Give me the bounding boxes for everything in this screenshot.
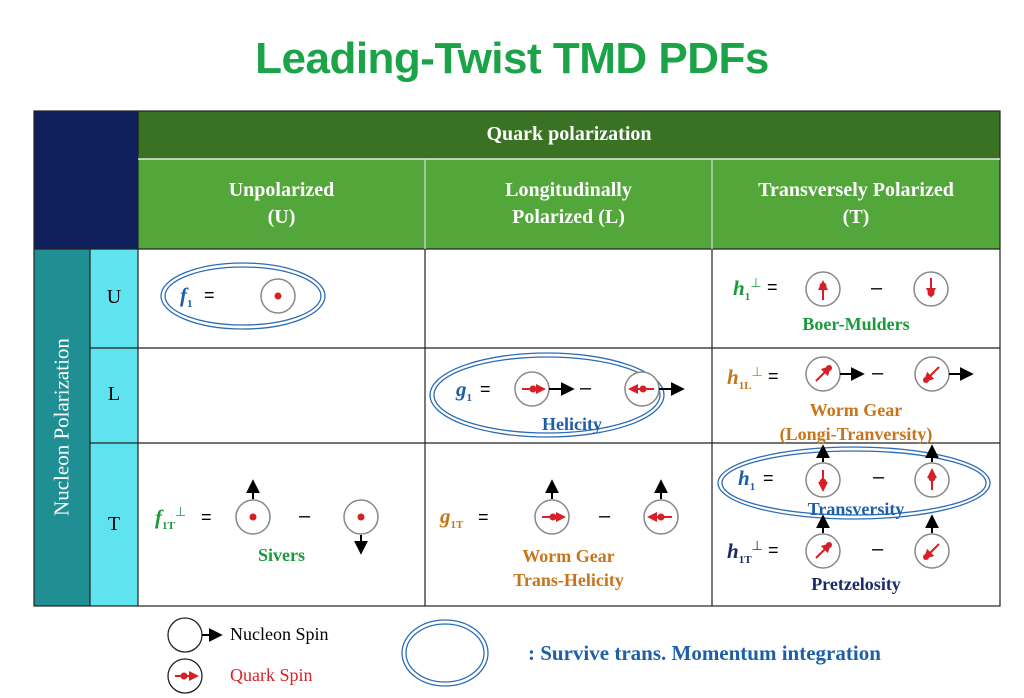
g1-sub: 1 <box>466 392 473 405</box>
h1perp-symbol: h1⊥ <box>733 275 762 303</box>
col-longitudinal: Longitudinally Polarized (L) <box>425 177 712 231</box>
f1-equals: = <box>204 285 215 305</box>
h1Lperp-minus: – <box>872 362 884 384</box>
legend-nucleon-spin: Nucleon Spin <box>230 624 329 644</box>
h1perp-minus: – <box>871 277 883 299</box>
col-unpolarized: Unpolarized (U) <box>138 177 425 231</box>
quark-subheader-row <box>138 159 1000 249</box>
h1perp-diagram <box>805 271 949 307</box>
worm-gear-trans-label: Worm Gear Trans-Helicity <box>425 544 712 592</box>
row-label-u: U <box>106 286 122 308</box>
h1perp-letter: h <box>733 276 745 300</box>
legend-graphics <box>167 617 489 694</box>
f1-letter: f <box>180 283 187 307</box>
h1-minus: – <box>873 466 885 488</box>
page-title: Leading-Twist TMD PDFs <box>255 34 769 83</box>
row-label-column <box>90 249 138 606</box>
row-label-t: T <box>107 513 121 535</box>
f1-symbol: f1 <box>180 283 193 310</box>
col-transverse-line2: (T) <box>842 206 870 228</box>
quark-polarization-label: Quark polarization <box>486 123 652 145</box>
f1Tperp-symbol: f1T⊥ <box>155 504 186 532</box>
h1Lperp-equals: = <box>768 366 779 386</box>
col-transverse-line1: Transversely Polarized <box>758 179 954 201</box>
h1perp-sup: ⊥ <box>750 275 762 290</box>
col-longitudinal-line2: Polarized (L) <box>512 206 625 228</box>
h1Lperp-symbol: h1L⊥ <box>727 364 763 392</box>
h1Tperp-equals: = <box>768 540 779 560</box>
helicity-label: Helicity <box>542 414 602 434</box>
worm-gear-longi-label: Worm Gear (Longi-Tranversity) <box>712 398 1000 446</box>
g1T-symbol: g1T <box>440 504 463 531</box>
h1Tperp-letter: h <box>727 539 739 563</box>
g1T-letter: g <box>440 504 451 528</box>
f1Tperp-minus: – <box>299 505 311 527</box>
h1Tperp-minus: – <box>872 538 884 560</box>
f1Tperp-sub: 1T <box>162 520 175 533</box>
legend-survive: : Survive trans. Momentum integration <box>528 641 881 665</box>
g1T-sub: 1T <box>450 519 464 532</box>
g1-minus: – <box>580 377 592 399</box>
h1perp-equals: = <box>767 277 778 297</box>
h1Tperp-sup: ⊥ <box>751 538 763 553</box>
quark-polarization-header <box>138 111 1000 159</box>
col-longitudinal-line1: Longitudinally <box>505 179 632 201</box>
worm-gear-trans-line1: Worm Gear <box>522 546 615 566</box>
g1-letter: g <box>456 377 467 401</box>
pretzelosity-label: Pretzelosity <box>811 574 901 594</box>
f1Tperp-equals: = <box>201 507 212 527</box>
g1-diagram <box>514 371 685 407</box>
corner-cell <box>34 111 138 249</box>
g1-equals: = <box>480 379 491 399</box>
row-label-l: L <box>107 383 121 405</box>
f1Tperp-letter: f <box>155 505 162 529</box>
h1Lperp-diagram <box>805 356 974 392</box>
h1Tperp-diagram <box>805 514 950 569</box>
h1Tperp-symbol: h1T⊥ <box>727 538 763 566</box>
col-transverse: Transversely Polarized (T) <box>712 177 1000 231</box>
boer-mulders-label: Boer-Mulders <box>802 314 910 334</box>
col-unpolarized-line1: Unpolarized <box>228 179 335 201</box>
f1Tperp-sup: ⊥ <box>174 504 187 519</box>
g1T-diagram <box>534 479 679 535</box>
f1Tperp-diagram <box>235 479 379 555</box>
f1-diagram <box>260 278 296 314</box>
col-unpolarized-line2: (U) <box>267 206 296 228</box>
h1Lperp-sup: ⊥ <box>751 364 763 379</box>
worm-gear-longi-line2: (Longi-Tranversity) <box>779 424 933 444</box>
sivers-label: Sivers <box>258 545 305 565</box>
h1perp-sub: 1 <box>744 291 751 304</box>
transversity-label: Transversity <box>807 499 905 519</box>
h1-letter: h <box>738 466 750 490</box>
g1T-equals: = <box>478 507 489 527</box>
g1T-minus: – <box>599 505 611 527</box>
h1Lperp-letter: h <box>727 365 739 389</box>
h1Tperp-sub: 1T <box>738 554 752 567</box>
h1Lperp-sub: 1L <box>738 380 752 393</box>
h1-equals: = <box>763 468 774 488</box>
f1-sub: 1 <box>187 298 193 311</box>
g1-symbol: g1 <box>456 377 472 404</box>
legend-quark-spin: Quark Spin <box>230 665 313 685</box>
nucleon-polarization-side <box>34 249 90 606</box>
h1-symbol: h1 <box>738 466 755 493</box>
worm-gear-longi-line1: Worm Gear <box>809 400 903 420</box>
survive-ovals <box>160 262 991 520</box>
h1-sub: 1 <box>749 481 756 494</box>
worm-gear-trans-line2: Trans-Helicity <box>513 570 624 590</box>
h1-diagram <box>805 444 950 498</box>
